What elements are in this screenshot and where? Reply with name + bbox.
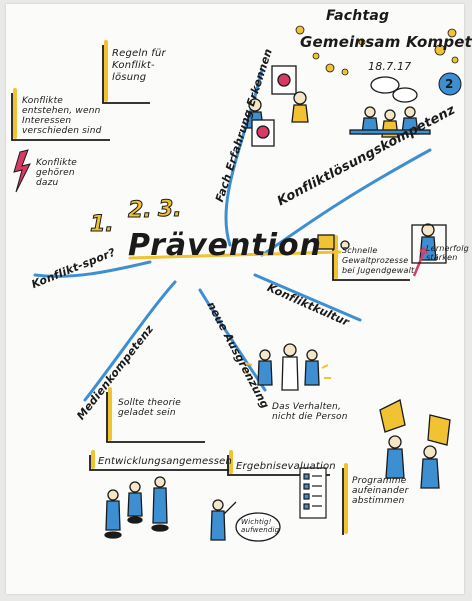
people-group-top bbox=[246, 65, 309, 147]
lightning-icon bbox=[13, 149, 31, 193]
branch-line-fach bbox=[224, 68, 264, 247]
branch-line-medien bbox=[83, 280, 177, 402]
header-fachtag: Fachtag bbox=[326, 8, 390, 24]
blackboard-icon bbox=[317, 234, 350, 250]
note-entwicklung: Entwicklungsangemessen bbox=[98, 456, 233, 467]
note-lernerfolg: Lernerfolg stärken bbox=[426, 244, 469, 262]
header-date: 18.7.17 bbox=[368, 60, 412, 73]
page-number-circle bbox=[438, 72, 462, 96]
branch-line-kultur bbox=[253, 273, 362, 322]
note-sollte: Sollte theorie geladet sein bbox=[118, 398, 181, 418]
frame-ergebnis bbox=[227, 455, 330, 476]
note-ergebnisevaluation: Ergebnisevaluation bbox=[236, 461, 336, 472]
people-group-bottom-left bbox=[104, 476, 169, 539]
number-two: 2. bbox=[128, 198, 153, 224]
note-konflikte-gehoeren: Konflikte gehören dazu bbox=[36, 158, 78, 188]
branch-line-spor bbox=[33, 260, 152, 278]
frame-konflikte-entstehen bbox=[11, 93, 110, 141]
checklist-icon bbox=[299, 467, 327, 519]
number-one: 1. bbox=[90, 212, 115, 238]
branch-line-konfliktloesung bbox=[260, 148, 432, 257]
people-group-bottom-right bbox=[379, 399, 451, 489]
frame-regeln bbox=[102, 45, 150, 104]
note-regeln: Regeln für Konflikt-lösung bbox=[112, 48, 166, 83]
frame-sollte bbox=[106, 392, 205, 443]
people-group-right bbox=[349, 76, 431, 138]
wichtig-figure bbox=[210, 499, 281, 542]
frame-entwicklung bbox=[89, 455, 230, 471]
header-title: Gemeinsam Kompetent? bbox=[300, 33, 472, 51]
page-number: 2 bbox=[445, 77, 454, 91]
number-three: 3. bbox=[158, 197, 183, 223]
header-dots bbox=[295, 25, 459, 76]
note-schnelle: Schnelle Gewaltprozesse bei Jugendgewalt bbox=[342, 246, 415, 275]
center-title: Prävention bbox=[128, 228, 322, 263]
note-programme: Programme aufeinander abstimmen bbox=[352, 476, 409, 506]
note-das-verhalten: Das Verhalten, nicht die Person bbox=[272, 402, 348, 422]
note-wichtig: Wichtig! aufwendig bbox=[241, 518, 280, 534]
people-group-middle bbox=[243, 343, 331, 391]
underline-praevention bbox=[128, 250, 342, 260]
yellow-shadows bbox=[13, 40, 348, 534]
note-konflikte-entstehen: Konflikte entstehen, wenn Interessen ver… bbox=[22, 96, 102, 136]
flipchart-paper bbox=[6, 4, 464, 594]
lernerfolg-figure bbox=[411, 223, 447, 277]
